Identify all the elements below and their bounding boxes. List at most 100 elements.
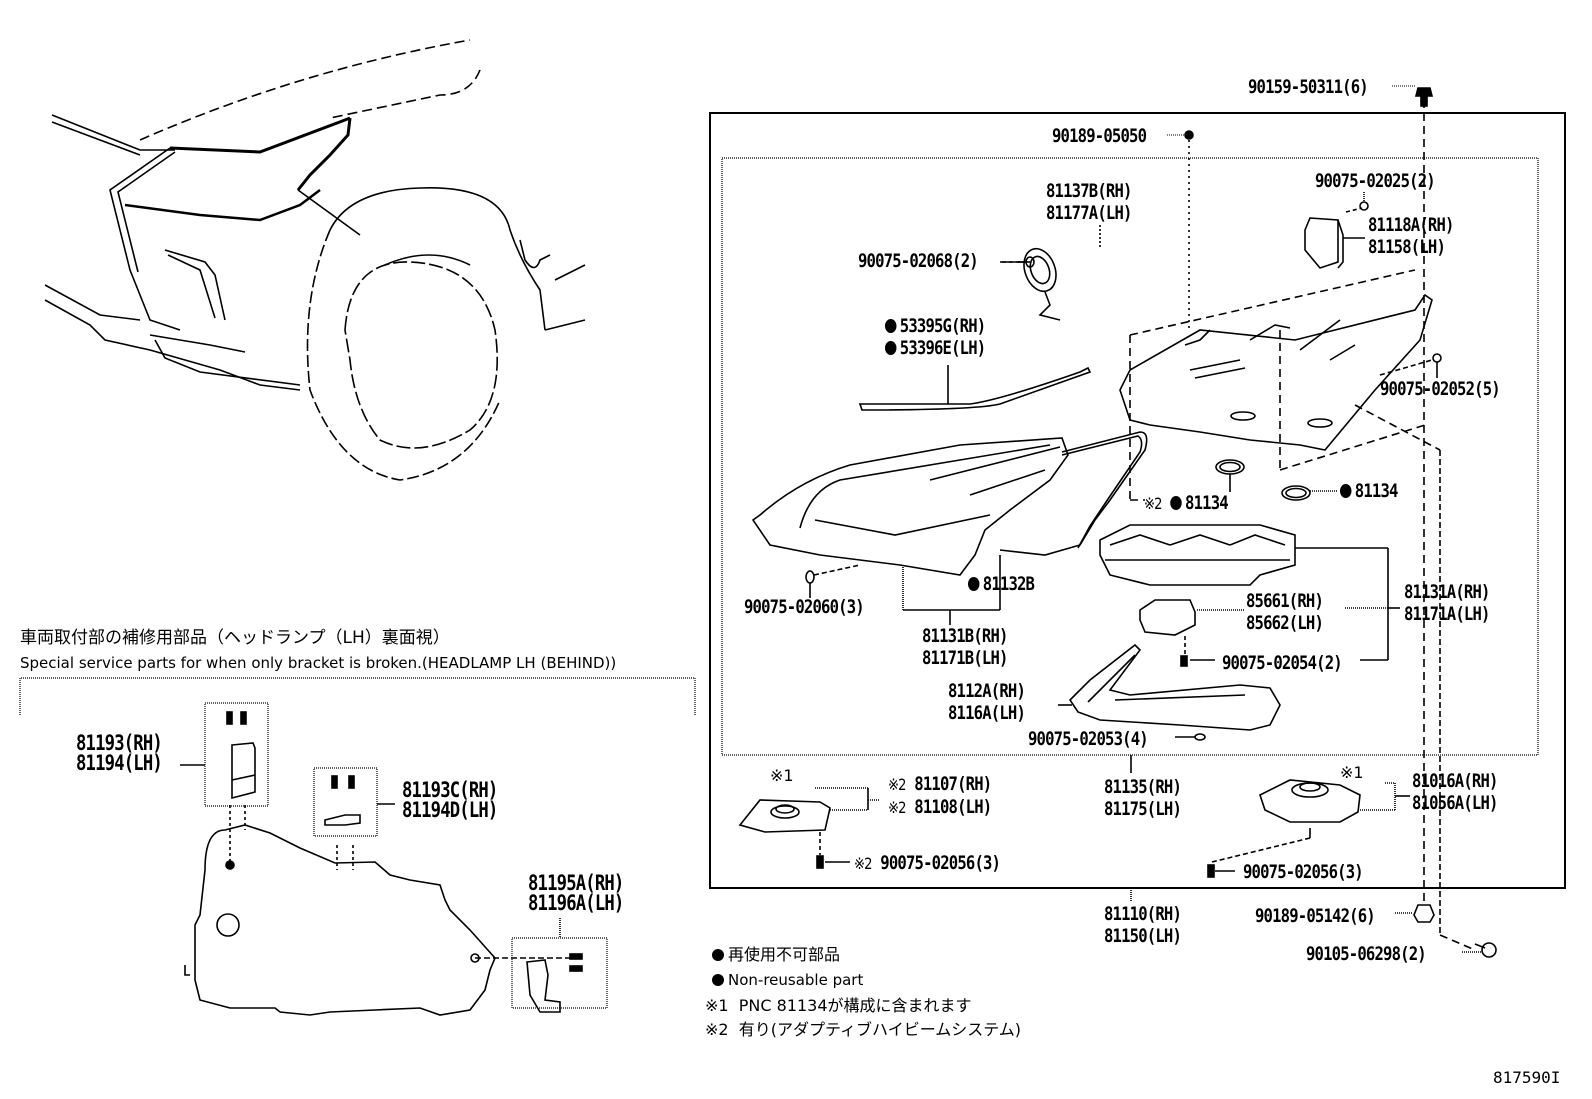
non-reusable-dot-icon xyxy=(712,974,724,986)
gasket-81134-b-drawing xyxy=(1281,485,1338,501)
part-label-8112a[interactable]: 8112A(RH) xyxy=(948,680,1026,702)
bracket-81193c-kit-box xyxy=(313,767,378,837)
part-label-81134-a[interactable]: ※2 81134 xyxy=(1144,492,1229,514)
part-label-90189-05142[interactable]: 90189-05142(6) xyxy=(1255,905,1376,927)
part-label-81131b[interactable]: 81131B(RH) xyxy=(922,625,1008,647)
gasket-81134-a-drawing xyxy=(1215,459,1245,492)
non-reusable-dot-icon xyxy=(1170,496,1182,510)
bracket-81118a-drawing xyxy=(1304,192,1369,269)
part-label-90105-06298[interactable]: 90105-06298(2) xyxy=(1306,943,1427,965)
vehicle-front-illustration xyxy=(44,39,586,481)
part-label-81171b[interactable]: 81171B(LH) xyxy=(922,647,1008,669)
part-label-90075-02056-b[interactable]: 90075-02056(3) xyxy=(1243,861,1364,883)
part-label-81134-b[interactable]: 81134 xyxy=(1340,480,1398,502)
part-label-81150[interactable]: 81150(LH) xyxy=(1104,925,1182,947)
non-reusable-dot-icon xyxy=(885,319,897,333)
headlamp-lens-81131b-drawing xyxy=(751,431,1148,625)
part-label-90075-02056-a[interactable]: ※2 90075-02056(3) xyxy=(854,852,1001,874)
projector-unit-81131a-drawing xyxy=(1099,524,1388,586)
part-label-group-81137b: 81137B(RH) 81177A(LH) xyxy=(1046,180,1132,224)
part-label-81056a[interactable]: 81056A(LH) xyxy=(1412,792,1498,814)
part-label-90075-02060[interactable]: 90075-02060(3) xyxy=(744,596,865,618)
drl-garnish-8112a-drawing xyxy=(1058,643,1281,731)
ballast-81016a-drawing xyxy=(1211,779,1410,863)
part-label-81110[interactable]: 81110(RH) xyxy=(1104,903,1182,925)
part-label-53396e[interactable]: 53396E(LH) xyxy=(885,337,986,359)
headlamp-housing-drawing xyxy=(1119,293,1433,451)
part-label-90075-02052[interactable]: 90075-02052(5) xyxy=(1380,378,1501,400)
screw-90075-02060-icon xyxy=(805,564,861,598)
part-label-90189-05050[interactable]: 90189-05050 xyxy=(1052,125,1147,147)
part-label-81193[interactable]: 81193(RH) xyxy=(76,731,163,755)
note2-mark: ※2 xyxy=(888,775,907,794)
bracket-81193-drawing xyxy=(180,711,256,800)
part-label-81137b[interactable]: 81137B(RH) xyxy=(1046,180,1132,202)
service-parts-title-ja: 車両取付部の補修用部品（ヘッドランプ（LH）裏面視） xyxy=(20,628,450,648)
part-label-85662[interactable]: 85662(LH) xyxy=(1246,612,1324,634)
leveling-motor-drawing xyxy=(1000,225,1101,321)
part-label-81194[interactable]: 81194(LH) xyxy=(76,751,163,775)
screw-90075-02068-icon xyxy=(1000,256,1035,268)
part-label-81193c[interactable]: 81193C(RH) xyxy=(402,778,498,802)
molding-53395g-drawing xyxy=(858,365,1092,411)
part-label-81118a[interactable]: 81118A(RH) xyxy=(1368,214,1454,236)
service-parts-section-frame xyxy=(19,677,696,715)
legend-note1: ※1 PNC 81134が構成に含まれます xyxy=(705,996,972,1015)
part-label-group-81110: 81110(RH) 81150(LH) xyxy=(1104,903,1182,947)
part-label-81135[interactable]: 81135(RH) xyxy=(1104,776,1182,798)
screw-90075-02056-a-icon xyxy=(816,855,850,869)
part-label-group-81195a: 81195A(RH) 81196A(LH) xyxy=(528,871,624,915)
non-reusable-dot-icon xyxy=(885,341,897,355)
note1-mark-81107: ※1 xyxy=(770,766,794,785)
part-label-group-53395g: 53395G(RH) 53396E(LH) xyxy=(885,315,986,359)
part-label-81171a[interactable]: 81171A(LH) xyxy=(1404,603,1490,625)
legend-nonreusable-en: Non-reusable part xyxy=(712,970,863,990)
screw-90075-02056-b-icon xyxy=(1207,864,1235,878)
part-label-90075-02053[interactable]: 90075-02053(4) xyxy=(1028,728,1149,750)
non-reusable-dot-icon xyxy=(968,577,980,591)
part-label-90075-02025[interactable]: 90075-02025(2) xyxy=(1315,170,1436,192)
nut-90189-05050-icon xyxy=(1167,130,1194,140)
control-module-85661-drawing xyxy=(1139,599,1245,658)
part-label-81175[interactable]: 81175(LH) xyxy=(1104,798,1182,820)
non-reusable-dot-icon xyxy=(1340,484,1352,498)
part-label-81108[interactable]: ※2 81108(LH) xyxy=(888,796,992,818)
bracket-81195a-kit-box xyxy=(511,937,608,1009)
part-label-group-81193c: 81193C(RH) 81194D(LH) xyxy=(402,778,498,822)
service-parts-title-en: Special service parts for when only brac… xyxy=(20,654,617,672)
bracket-81193c-drawing xyxy=(324,775,395,826)
part-label-53395g[interactable]: 53395G(RH) xyxy=(885,315,986,337)
note2-mark: ※2 xyxy=(854,854,873,873)
adapter-81107-drawing xyxy=(738,787,880,855)
screw-90075-02053-icon xyxy=(1175,733,1206,741)
bolt-90159-icon xyxy=(1392,85,1434,107)
part-label-81195a[interactable]: 81195A(RH) xyxy=(528,871,624,895)
part-label-8116a[interactable]: 8116A(LH) xyxy=(948,702,1026,724)
part-label-group-85661: 85661(RH) 85662(LH) xyxy=(1246,590,1324,634)
part-label-90075-02068[interactable]: 90075-02068(2) xyxy=(858,250,979,272)
note2-mark: ※2 xyxy=(888,798,907,817)
screw-90075-02052-icon xyxy=(1379,353,1442,378)
part-label-81132b[interactable]: 81132B xyxy=(968,573,1035,595)
part-label-group-81135: 81135(RH) 81175(LH) xyxy=(1104,776,1182,820)
part-label-81196a[interactable]: 81196A(LH) xyxy=(528,891,624,915)
part-label-90159-50311[interactable]: 90159-50311(6) xyxy=(1248,76,1369,98)
part-label-group-81131a: 81131A(RH) 81171A(LH) xyxy=(1404,581,1490,625)
part-label-81107[interactable]: ※2 81107(RH) xyxy=(888,773,992,795)
headlamp-rear-view-drawing xyxy=(184,805,580,1016)
part-label-81131a[interactable]: 81131A(RH) xyxy=(1404,581,1490,603)
part-label-81177a[interactable]: 81177A(LH) xyxy=(1046,202,1132,224)
part-label-81158[interactable]: 81158(LH) xyxy=(1368,236,1446,258)
bracket-81195a-drawing xyxy=(526,918,583,1013)
part-label-81016a[interactable]: 81016A(RH) xyxy=(1412,770,1498,792)
clip-90189-05142-icon xyxy=(1395,904,1435,923)
part-label-90075-02054[interactable]: 90075-02054(2) xyxy=(1222,652,1343,674)
part-label-group-81016a: 81016A(RH) 81056A(LH) xyxy=(1412,770,1498,814)
part-label-81194d[interactable]: 81194D(LH) xyxy=(402,798,498,822)
part-label-85661[interactable]: 85661(RH) xyxy=(1246,590,1324,612)
part-label-group-81131b: 81131B(RH) 81171B(LH) xyxy=(922,625,1008,669)
non-reusable-dot-icon xyxy=(712,949,724,961)
part-label-group-8112a: 8112A(RH) 8116A(LH) xyxy=(948,680,1026,724)
headlamp-subassembly-inner-frame xyxy=(721,157,1539,756)
